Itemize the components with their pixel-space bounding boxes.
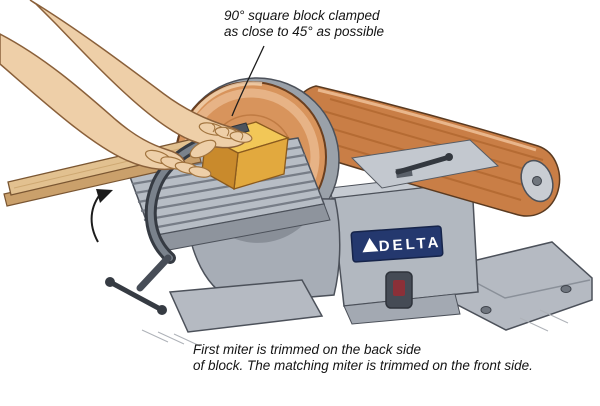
- delta-triangle-logo: [362, 237, 379, 253]
- bolt-hole: [480, 306, 492, 314]
- clamp-handle: [107, 279, 165, 313]
- brand-label: DELTA: [378, 234, 442, 255]
- leader-line: [231, 45, 265, 117]
- hands: [0, 0, 253, 178]
- clamp-screw: [136, 254, 172, 292]
- annotation-bottom-line2: of block. The matching miter is trimmed …: [193, 358, 533, 373]
- machine-front-panel: DELTA: [329, 171, 479, 325]
- shadow-hatch: [519, 309, 569, 332]
- knuckle-lines: [211, 123, 244, 141]
- machine-foot-left: [168, 279, 324, 333]
- power-switch: [385, 271, 413, 309]
- switch-toggle: [393, 280, 405, 296]
- shadow-hatch: [141, 329, 201, 347]
- brand-badge: DELTA: [350, 225, 444, 263]
- left-hand-arm: [0, 33, 186, 171]
- annotation-bottom-line1: First miter is trimmed on the back side: [193, 342, 421, 357]
- adjustment-lever: [395, 155, 449, 175]
- arrowhead: [96, 189, 113, 203]
- belt-roller-end: [520, 159, 554, 203]
- belt-texture: [308, 98, 544, 201]
- annotation-top-line1: 90° square block clamped: [224, 8, 380, 23]
- belt-sander: [289, 85, 561, 217]
- bolt-hole: [560, 285, 572, 293]
- annotation-marks: [90, 45, 265, 243]
- annotation-top-line2: as close to 45° as possible: [224, 24, 384, 39]
- thumb: [189, 139, 217, 159]
- machine-deck: [350, 139, 500, 189]
